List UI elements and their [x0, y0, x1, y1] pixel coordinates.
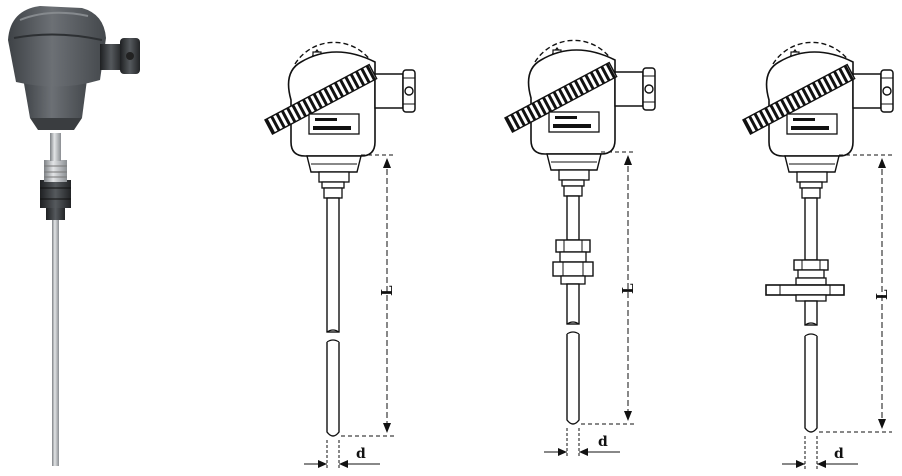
length-label: L	[378, 285, 396, 296]
thread-body	[552, 261, 594, 277]
diameter-label: d	[834, 446, 844, 462]
drawing-flange-fitting: L d	[742, 41, 894, 470]
hex-fitting	[323, 187, 343, 199]
photo-cable-gland	[100, 44, 122, 70]
drawing-threaded-fitting: L d	[504, 39, 656, 458]
mounting-flange	[765, 284, 845, 296]
length-label: L	[619, 283, 637, 294]
diameter-label: d	[598, 434, 608, 450]
photo-hex-nut	[40, 180, 71, 208]
probe-sheath	[326, 197, 340, 333]
drawing-straight-probe: L d	[264, 41, 416, 470]
connection-head	[504, 39, 656, 181]
probe-sheath	[566, 195, 580, 241]
product-photo	[8, 6, 140, 466]
compression-nut	[555, 239, 591, 253]
photo-neck-tube	[50, 133, 61, 161]
photo-housing-cover	[8, 6, 106, 87]
length-label: L	[873, 289, 891, 300]
diameter-label: d	[356, 446, 366, 462]
connection-head	[264, 41, 416, 183]
connection-head	[742, 41, 894, 183]
photo-probe-shaft	[52, 218, 59, 466]
photo-thread-fitting	[44, 160, 67, 182]
photo-lower-nut	[46, 206, 65, 220]
probe-sheath	[804, 197, 818, 261]
hex-fitting	[801, 187, 821, 199]
hex-fitting	[563, 185, 583, 197]
flange-nut	[793, 259, 829, 271]
